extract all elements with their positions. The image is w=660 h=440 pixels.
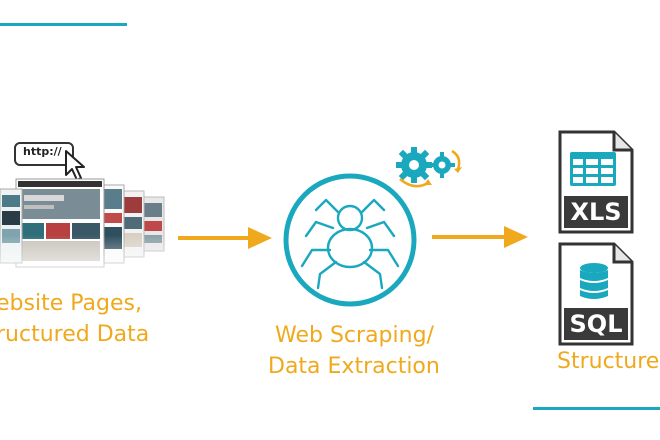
process-label-line1: Web Scraping/ [275, 323, 434, 348]
xls-label: XLS [570, 198, 622, 226]
website-pages-icon [0, 178, 175, 285]
url-bubble: http:// [14, 142, 74, 166]
sql-file-icon: SQL [558, 242, 634, 346]
website-pages-group: http:// [0, 135, 180, 285]
bottom-right-accent-line [533, 407, 660, 410]
url-text: http:// [23, 145, 62, 158]
arrow-right-icon [178, 227, 272, 249]
arrow-right-icon [432, 226, 528, 248]
process-label-line2: Data Extraction [268, 354, 440, 379]
source-label-line2: ructured Data [0, 322, 150, 347]
spider-scraper-icon [283, 173, 417, 307]
output-label: Structure [557, 349, 660, 374]
gears-icon [396, 147, 462, 188]
sql-label: SQL [569, 310, 623, 338]
source-label-line1: ebsite Pages, [0, 291, 142, 316]
top-left-accent-line [0, 23, 127, 26]
xls-file-icon: XLS [558, 130, 634, 234]
